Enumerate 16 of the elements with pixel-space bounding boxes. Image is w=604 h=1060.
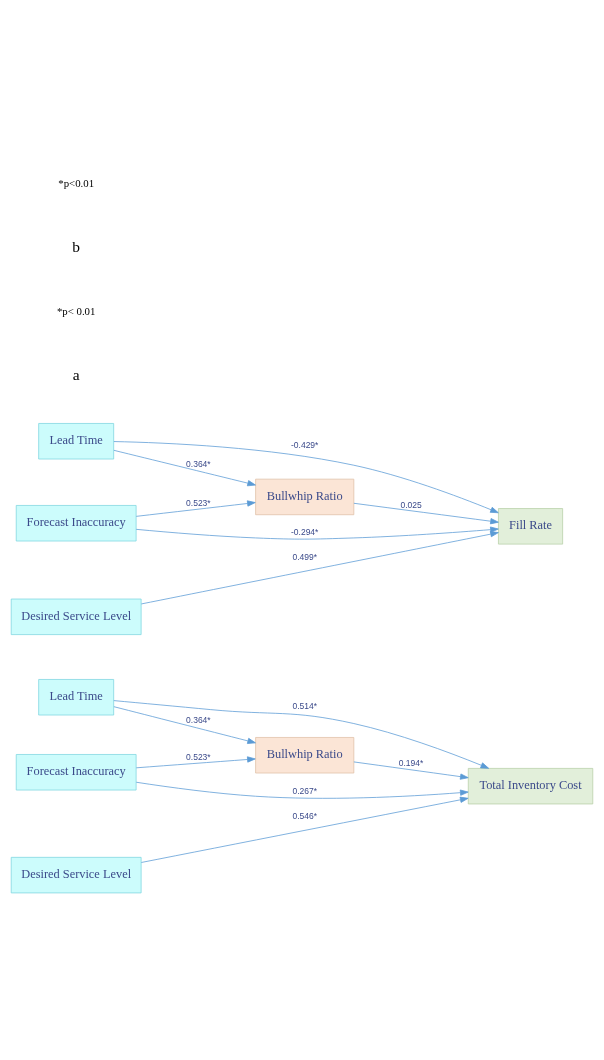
edge-label: 0.523* [186,751,211,762]
edge-label: 0.546* [292,811,317,822]
edge-label: 0.025 [400,499,422,510]
edge-label: 0.364* [186,458,211,469]
edge-label: 0.364* [186,715,211,726]
label: *p<0.01 [58,176,95,189]
edge-label: 0.523* [186,498,211,509]
edge-label: 0.514* [292,701,317,712]
label: *p< 0.01 [56,304,96,317]
edge-label: -0.429* [291,440,319,451]
edge-label: -0.294* [291,527,319,538]
edge-label: 0.267* [292,785,317,796]
label: a [72,366,80,384]
edge-label: 0.194* [398,757,424,768]
edge-label: 0.499* [292,552,317,563]
label: b [72,237,81,255]
